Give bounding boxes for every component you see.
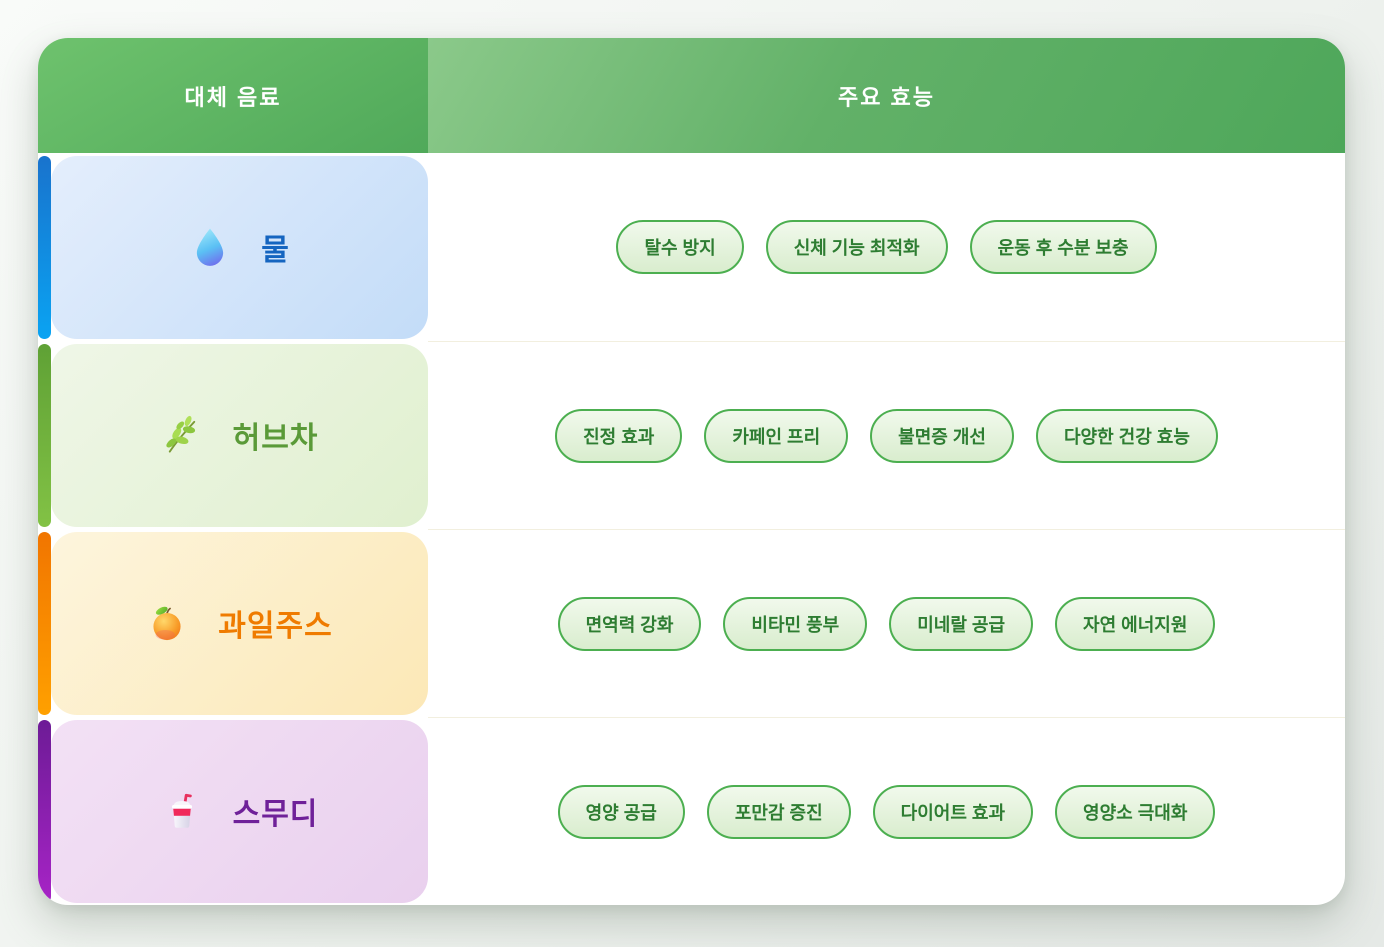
- water-cell: 물: [38, 153, 428, 341]
- benefit-pill: 카페인 프리: [704, 408, 849, 463]
- fruit-juice-card: 과일주스: [51, 531, 428, 715]
- beverage-benefits-table: 대체 음료 주요 효능 물 탈수 방지 신체 기능 최적화 운동: [38, 38, 1345, 905]
- beverage-name: 물: [261, 234, 290, 267]
- smoothie-cell: 스무디: [38, 717, 428, 905]
- fruit-juice-benefits-cell: 면역력 강화 비타민 풍부 미네랄 공급 자연 에너지원: [428, 529, 1345, 717]
- table-row-fruit-juice: 과일주스 면역력 강화 비타민 풍부 미네랄 공급 자연 에너지원: [38, 529, 1345, 717]
- fruit-juice-accent-bar: [38, 531, 51, 715]
- droplet-icon: [197, 228, 224, 266]
- benefit-pill: 탈수 방지: [616, 220, 744, 274]
- benefit-pill: 미네랄 공급: [889, 596, 1034, 651]
- benefit-pill: 비타민 풍부: [723, 596, 868, 651]
- herbal-tea-cell: 허브차: [38, 341, 428, 529]
- herbal-tea-card: 허브차: [51, 343, 428, 527]
- table-header: 대체 음료 주요 효능: [38, 38, 1345, 153]
- beverage-name: 스무디: [232, 798, 319, 831]
- smoothie-benefits-cell: 영양 공급 포만감 증진 다이어트 효과 영양소 극대화: [428, 717, 1345, 905]
- benefit-pill: 영양소 극대화: [1055, 784, 1216, 839]
- cup-with-straw-icon: [171, 793, 192, 828]
- benefit-pill: 자연 에너지원: [1055, 596, 1216, 651]
- benefit-pill: 진정 효과: [555, 408, 683, 463]
- herb-icon: [165, 415, 195, 453]
- smoothie-card: 스무디: [51, 719, 428, 903]
- benefit-pill: 운동 후 수분 보충: [969, 220, 1157, 274]
- benefit-pill: 면역력 강화: [557, 596, 702, 651]
- water-card: 물: [51, 155, 428, 339]
- header-benefits-column: 주요 효능: [428, 38, 1345, 153]
- benefit-pill: 신체 기능 최적화: [765, 220, 948, 274]
- herbal-tea-accent-bar: [38, 343, 51, 527]
- water-accent-bar: [38, 155, 51, 339]
- header-beverage-column: 대체 음료: [38, 38, 428, 153]
- benefit-pill: 다양한 건강 효능: [1035, 408, 1218, 463]
- benefit-pill: 포만감 증진: [706, 784, 851, 839]
- herbal-tea-benefits-cell: 진정 효과 카페인 프리 불면증 개선 다양한 건강 효능: [428, 341, 1345, 529]
- table-row-smoothie: 스무디 영양 공급 포만감 증진 다이어트 효과 영양소 극대화: [38, 717, 1345, 905]
- beverage-name: 허브차: [232, 422, 319, 455]
- benefit-pill: 영양 공급: [557, 784, 685, 839]
- water-benefits-cell: 탈수 방지 신체 기능 최적화 운동 후 수분 보충: [428, 153, 1345, 341]
- table-row-herbal-tea: 허브차 진정 효과 카페인 프리 불면증 개선 다양한 건강 효능: [38, 341, 1345, 529]
- table-row-water: 물 탈수 방지 신체 기능 최적화 운동 후 수분 보충: [38, 153, 1345, 341]
- tangerine-icon: [153, 606, 181, 641]
- benefit-pill: 불면증 개선: [870, 408, 1014, 463]
- fruit-juice-cell: 과일주스: [38, 529, 428, 717]
- benefit-pill: 다이어트 효과: [872, 784, 1034, 839]
- smoothie-accent-bar: [38, 719, 51, 903]
- beverage-name: 과일주스: [218, 610, 333, 643]
